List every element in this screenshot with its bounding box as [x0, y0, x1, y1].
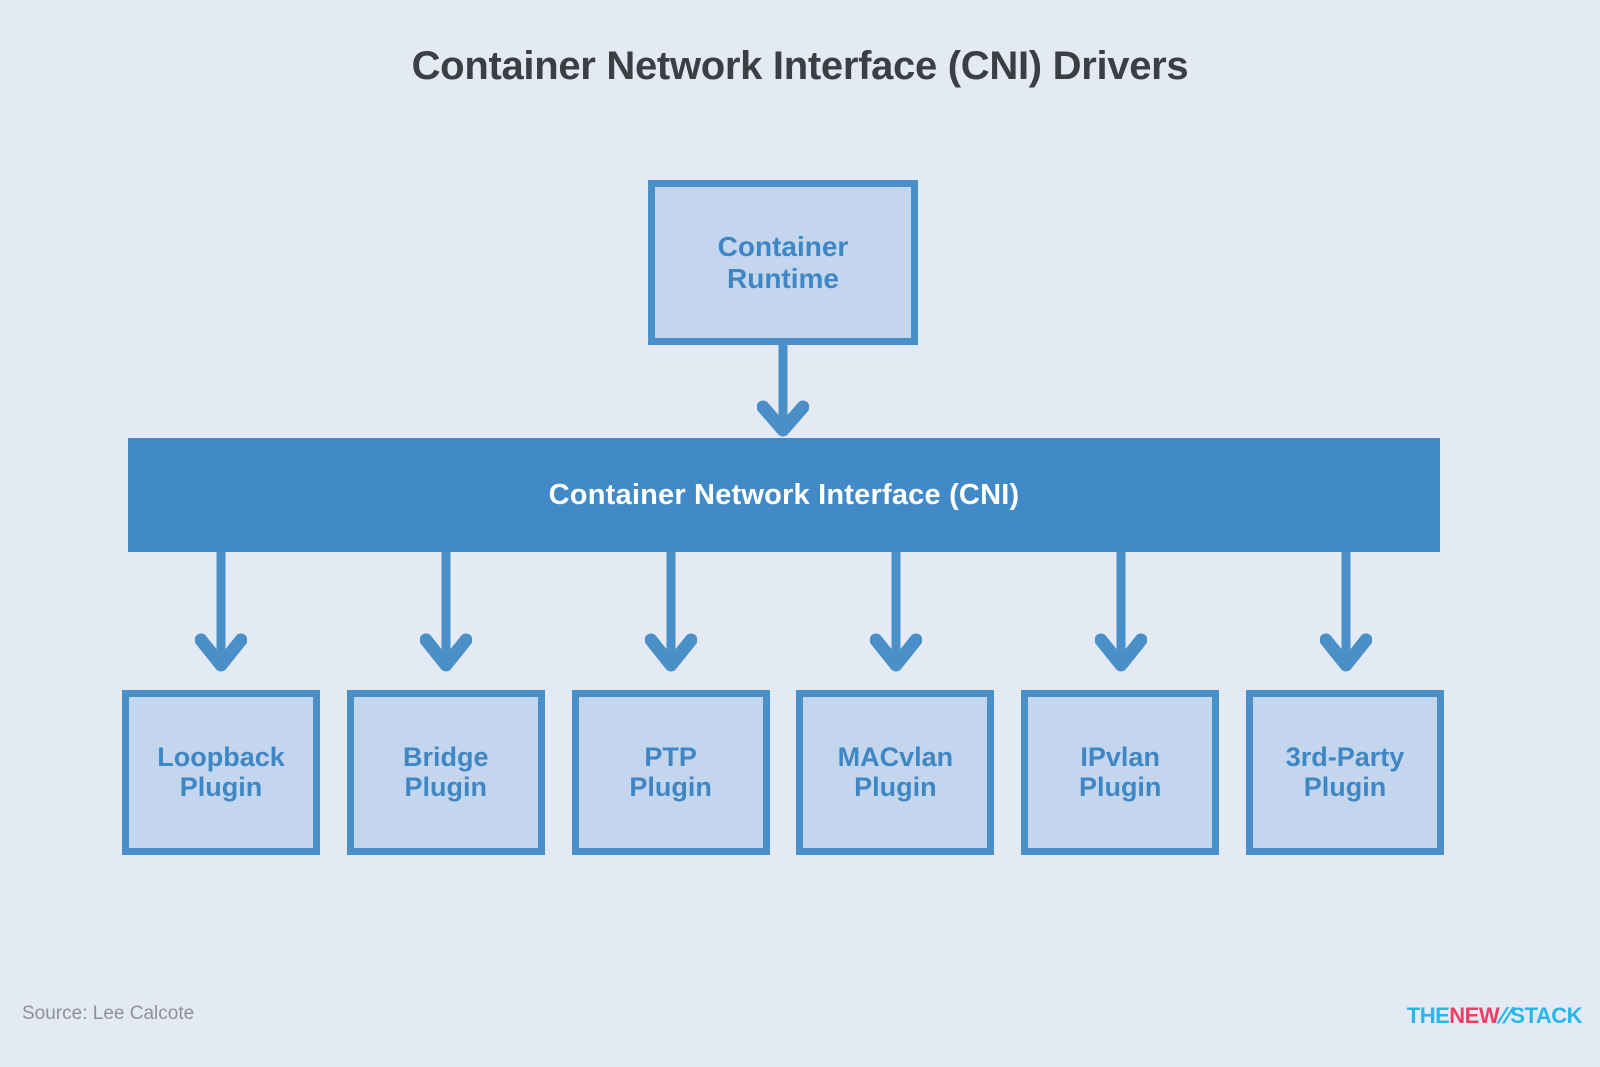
plugin-label-bridge: Bridge Plugin — [403, 741, 489, 802]
plugin-box-macvlan: MACvlan Plugin — [796, 690, 995, 855]
plugin-label-macvlan: MACvlan Plugin — [837, 741, 954, 802]
plugin-label-ptp-line1: PTP — [644, 741, 697, 772]
plugin-label-bridge-line2: Plugin — [404, 771, 488, 802]
container-runtime-label-line2: Runtime — [727, 262, 839, 294]
container-runtime-label-line1: Container — [717, 231, 849, 263]
plugin-label-ipvlan-line2: Plugin — [1078, 771, 1162, 802]
plugin-label-macvlan-line2: Plugin — [854, 771, 937, 802]
container-runtime-label: Container Runtime — [718, 231, 849, 294]
plugin-box-third-party: 3rd-Party Plugin — [1245, 690, 1444, 855]
plugin-label-third-party-line2: Plugin — [1303, 771, 1387, 802]
plugin-label-loopback-line1: Loopback — [157, 741, 285, 772]
plugin-box-ipvlan: IPvlan Plugin — [1021, 690, 1220, 855]
plugin-label-ipvlan: IPvlan Plugin — [1078, 741, 1162, 802]
plugin-label-ptp: PTP Plugin — [629, 741, 712, 802]
plugin-label-third-party: 3rd-Party Plugin — [1285, 741, 1405, 802]
plugin-label-ptp-line2: Plugin — [629, 771, 712, 802]
logo-word-new: NEW — [1449, 1003, 1500, 1028]
plugin-label-third-party-line1: 3rd-Party — [1285, 741, 1405, 772]
plugin-box-loopback: Loopback Plugin — [122, 690, 320, 855]
plugin-box-row: Loopback Plugin Bridge Plugin PTP Plugin… — [122, 690, 1444, 855]
plugin-label-loopback: Loopback Plugin — [157, 741, 285, 802]
cni-bar: Container Network Interface (CNI) — [128, 438, 1440, 552]
arrow-cni-to-third-party — [1320, 552, 1372, 672]
plugin-label-ipvlan-line1: IPvlan — [1080, 741, 1160, 772]
logo-word-stack: STACK — [1510, 1003, 1582, 1028]
logo-word-the: THE — [1406, 1003, 1450, 1028]
plugin-box-bridge: Bridge Plugin — [346, 690, 545, 855]
arrow-cni-to-bridge — [420, 552, 472, 672]
page-title: Container Network Interface (CNI) Driver… — [411, 44, 1189, 88]
arrow-cni-to-ipvlan — [1095, 552, 1147, 672]
arrow-runtime-to-cni — [757, 345, 809, 437]
plugin-label-bridge-line1: Bridge — [403, 741, 489, 772]
container-runtime-box: Container Runtime — [648, 180, 918, 345]
plugin-box-ptp: PTP Plugin — [571, 690, 770, 855]
arrow-cni-to-ptp — [645, 552, 697, 672]
cni-bar-label: Container Network Interface (CNI) — [548, 478, 1020, 511]
arrow-cni-to-loopback — [195, 552, 247, 672]
the-new-stack-logo: THE NEW // STACK — [1406, 1003, 1583, 1029]
source-attribution: Source: Lee Calcote — [22, 1003, 195, 1024]
plugin-label-loopback-line2: Plugin — [179, 771, 263, 802]
arrow-cni-to-macvlan — [870, 552, 922, 672]
plugin-label-macvlan-line1: MACvlan — [837, 741, 954, 772]
